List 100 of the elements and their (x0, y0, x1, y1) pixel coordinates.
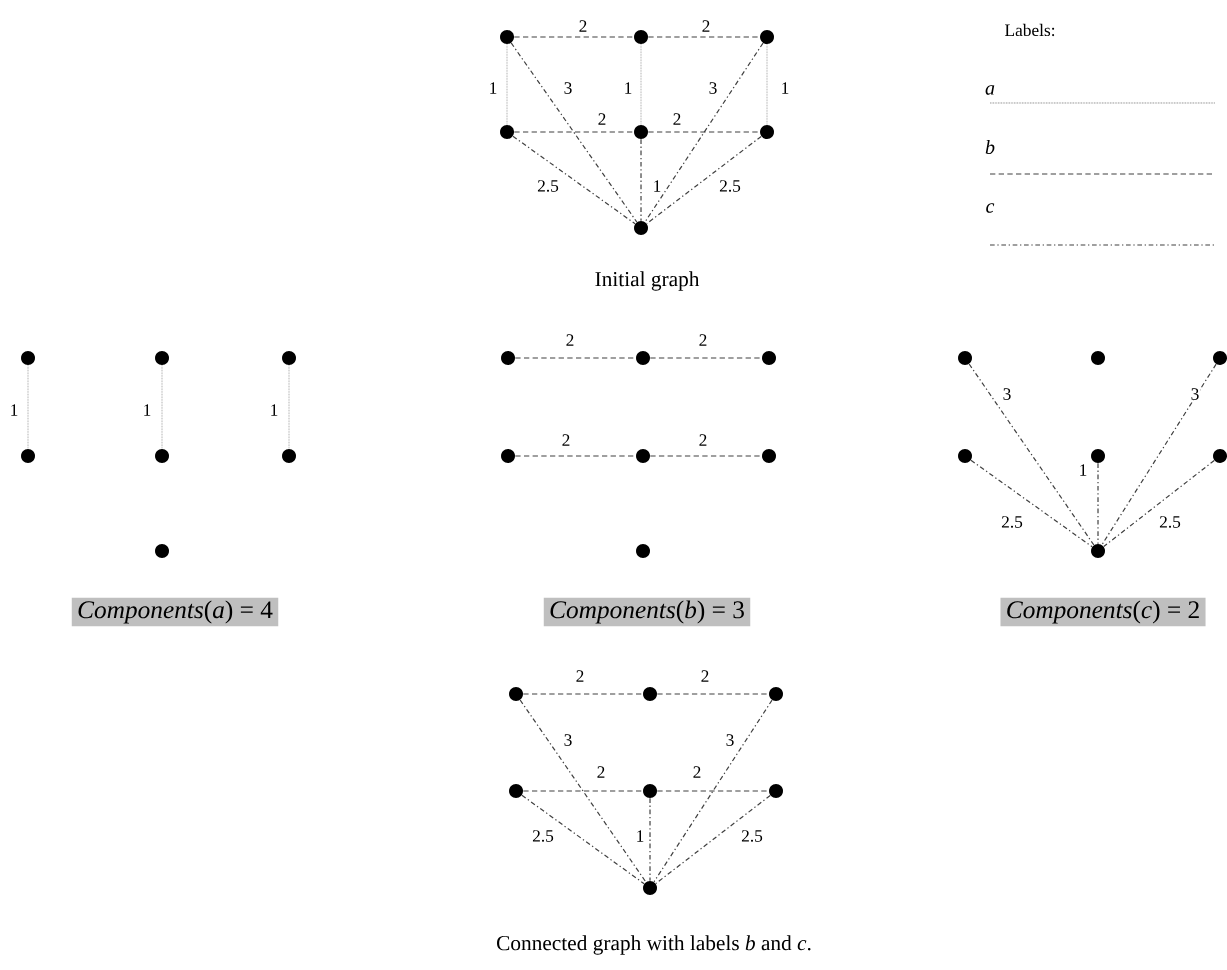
edge-line (522, 693, 644, 695)
vertex-dot (760, 125, 774, 139)
edge-label: 2 (692, 765, 702, 779)
result-box: Components(a) = 4 (71, 597, 279, 627)
edge-label: 2 (565, 333, 575, 347)
edge-label: 2.5 (718, 179, 742, 193)
edge-label: 2 (672, 112, 682, 126)
edge-line (510, 42, 638, 223)
vertex-dot (1091, 544, 1105, 558)
edge-line (519, 699, 647, 883)
vertex-dot (769, 784, 783, 798)
edge-line (512, 135, 636, 225)
edge-label: 2 (698, 433, 708, 447)
vertex-dot (634, 221, 648, 235)
edge-line (647, 131, 761, 133)
edge-line (656, 790, 770, 792)
edge-line (656, 693, 770, 695)
vertex-dot (21, 449, 35, 463)
edge-line (644, 42, 764, 223)
edge-line (649, 455, 763, 457)
edge-line (766, 43, 768, 126)
vertex-dot (958, 449, 972, 463)
vertex-dot (634, 125, 648, 139)
legend-label: a (985, 85, 995, 95)
edge-line (640, 43, 642, 126)
vertex-dot (636, 351, 650, 365)
vertex-dot (643, 784, 657, 798)
edge-line (513, 36, 635, 38)
result-box: Components(b) = 3 (543, 597, 751, 627)
edge-label: 2 (596, 765, 606, 779)
edge-label: 2 (597, 112, 607, 126)
result-box: Components(c) = 2 (1000, 597, 1206, 627)
vertex-dot (762, 449, 776, 463)
edge-line (647, 36, 761, 38)
vertex-dot (958, 351, 972, 365)
edge-line (514, 455, 637, 457)
edge-label: 1 (623, 81, 633, 95)
edge-label: 2.5 (1000, 515, 1024, 529)
edge-label: 1 (652, 179, 662, 193)
vertex-dot (636, 449, 650, 463)
edge-line (649, 357, 763, 359)
edge-line (1103, 459, 1215, 548)
edge-label: 3 (725, 733, 735, 747)
vertex-dot (760, 30, 774, 44)
edge-label: 2 (701, 19, 711, 33)
vertex-dot (155, 351, 169, 365)
vertex-dot (500, 125, 514, 139)
vertex-dot (509, 784, 523, 798)
edge-line (513, 131, 635, 133)
edge-label: 2.5 (740, 829, 764, 843)
vertex-dot (762, 351, 776, 365)
edge-line (1097, 462, 1099, 545)
vertex-dot (282, 449, 296, 463)
edge-line (514, 357, 637, 359)
graph-caption: Connected graph with labels b and c. (497, 935, 811, 955)
edge-line (506, 43, 508, 126)
labels-heading: Labels: (1005, 23, 1055, 37)
edge-label: 2.5 (1158, 515, 1182, 529)
vertex-dot (769, 687, 783, 701)
edge-label: 3 (1002, 387, 1012, 401)
edge-label: 2.5 (531, 829, 555, 843)
edge-line (968, 363, 1095, 546)
edge-line (646, 135, 762, 225)
edge-label: 3 (1190, 387, 1200, 401)
edge-label: 1 (9, 403, 19, 417)
edge-label: 3 (563, 81, 573, 95)
edge-label: 2 (575, 669, 585, 683)
vertex-dot (509, 687, 523, 701)
vertex-dot (155, 449, 169, 463)
vertex-dot (643, 687, 657, 701)
vertex-dot (636, 544, 650, 558)
vertex-dot (634, 30, 648, 44)
edge-label: 2 (698, 333, 708, 347)
edge-label: 1 (269, 403, 279, 417)
vertex-dot (501, 449, 515, 463)
vertex-dot (282, 351, 296, 365)
edge-line (653, 699, 773, 883)
edge-line (655, 794, 771, 885)
edge-line (649, 797, 651, 882)
edge-label: 2 (578, 19, 588, 33)
edge-line (1101, 363, 1217, 546)
edge-label: 1 (635, 829, 645, 843)
edge-label: 1 (488, 81, 498, 95)
edge-label: 2 (561, 433, 571, 447)
vertex-dot (500, 30, 514, 44)
edge-label: 1 (1078, 463, 1088, 477)
edge-line (522, 790, 644, 792)
vertex-dot (643, 881, 657, 895)
edge-label: 1 (142, 403, 152, 417)
vertex-dot (21, 351, 35, 365)
vertex-dot (501, 351, 515, 365)
vertex-dot (155, 544, 169, 558)
legend-label: c (986, 203, 995, 213)
vertex-dot (1091, 449, 1105, 463)
edge-line (640, 138, 642, 222)
edge-label: 3 (708, 81, 718, 95)
legend-label: b (985, 139, 995, 155)
edge-line (970, 459, 1093, 548)
edge-label: 2.5 (536, 179, 560, 193)
edge-line (521, 794, 645, 885)
